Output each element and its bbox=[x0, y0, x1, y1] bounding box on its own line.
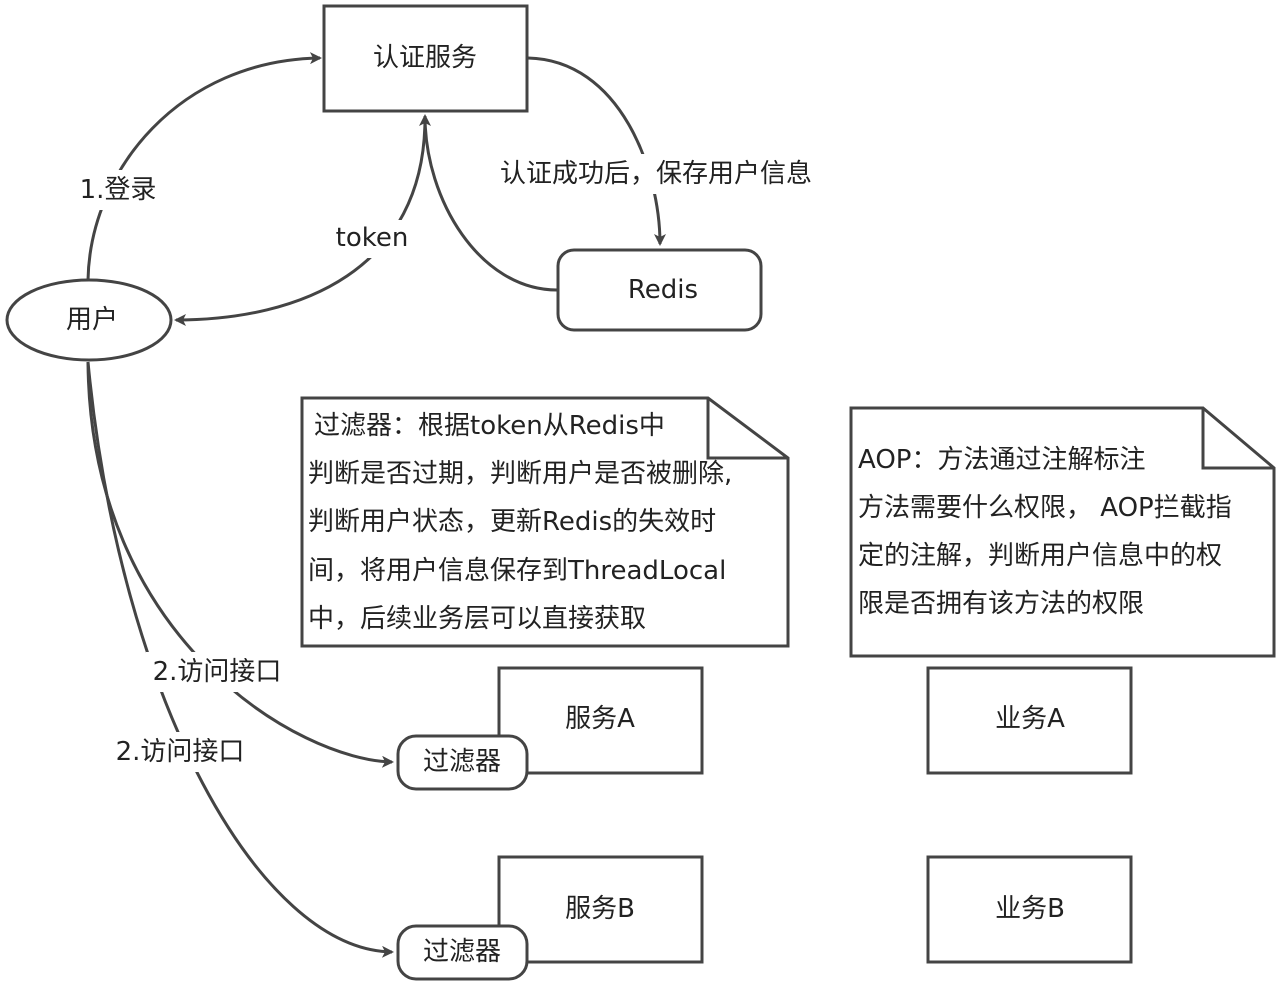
node-redis-label: Redis bbox=[628, 275, 698, 305]
edge-redis-to-auth bbox=[419, 114, 558, 292]
note-aop: AOP：方法通过注解标注 方法需要什么权限， AOP拦截指 定的注解，判断用户信… bbox=[849, 406, 1276, 658]
note-filter-line-5: 中，后续业务层可以直接获取 bbox=[308, 604, 646, 634]
node-biz-a-label: 业务A bbox=[995, 704, 1065, 734]
node-filter-a-label: 过滤器 bbox=[423, 747, 501, 777]
node-redis: Redis bbox=[556, 248, 763, 332]
node-service-a: 服务A bbox=[497, 666, 704, 775]
edge-label-access-a: 2.访问接口 bbox=[153, 657, 282, 687]
note-filter-line-3: 判断用户状态，更新Redis的失效时 bbox=[308, 507, 716, 537]
node-filter-a: 过滤器 bbox=[396, 734, 529, 791]
node-service-b-label: 服务B bbox=[565, 894, 635, 924]
node-user-label: 用户 bbox=[66, 305, 118, 335]
edge-label-login: 1.登录 bbox=[80, 175, 157, 205]
node-user: 用户 bbox=[5, 278, 173, 362]
note-aop-line-2: 方法需要什么权限， AOP拦截指 bbox=[858, 493, 1232, 523]
edge-labels: 1.登录 token 认证成功后，保存用户信息 2.访问接口 2.访问接口 bbox=[74, 154, 826, 772]
edge-save bbox=[527, 56, 666, 246]
node-service-b: 服务B bbox=[497, 855, 704, 964]
node-biz-a: 业务A bbox=[926, 666, 1133, 775]
node-auth-service: 认证服务 bbox=[322, 4, 529, 113]
edge-access-b bbox=[86, 361, 394, 958]
node-biz-b-label: 业务B bbox=[995, 894, 1065, 924]
edge-login bbox=[86, 52, 322, 281]
node-filter-b-label: 过滤器 bbox=[423, 937, 501, 967]
note-filter: 过滤器：根据token从Redis中 判断是否过期，判断用户是否被删除, 判断用… bbox=[300, 396, 790, 648]
note-aop-line-3: 定的注解，判断用户信息中的权 bbox=[858, 541, 1222, 571]
edge-label-token: token bbox=[336, 223, 409, 253]
note-filter-line-2: 判断是否过期，判断用户是否被删除, bbox=[308, 459, 732, 489]
edge-label-access-b: 2.访问接口 bbox=[116, 737, 245, 767]
note-filter-line-1: 过滤器：根据token从Redis中 bbox=[314, 411, 665, 441]
node-auth-service-label: 认证服务 bbox=[373, 43, 477, 73]
edge-token bbox=[174, 117, 427, 326]
edge-label-save: 认证成功后，保存用户信息 bbox=[500, 159, 812, 189]
node-service-a-label: 服务A bbox=[565, 704, 635, 734]
note-filter-line-4: 间，将用户信息保存到ThreadLocal bbox=[308, 556, 726, 586]
node-filter-b: 过滤器 bbox=[396, 924, 529, 981]
node-biz-b: 业务B bbox=[926, 855, 1133, 964]
note-aop-line-4: 限是否拥有该方法的权限 bbox=[858, 589, 1144, 619]
note-aop-line-1: AOP：方法通过注解标注 bbox=[858, 445, 1145, 475]
